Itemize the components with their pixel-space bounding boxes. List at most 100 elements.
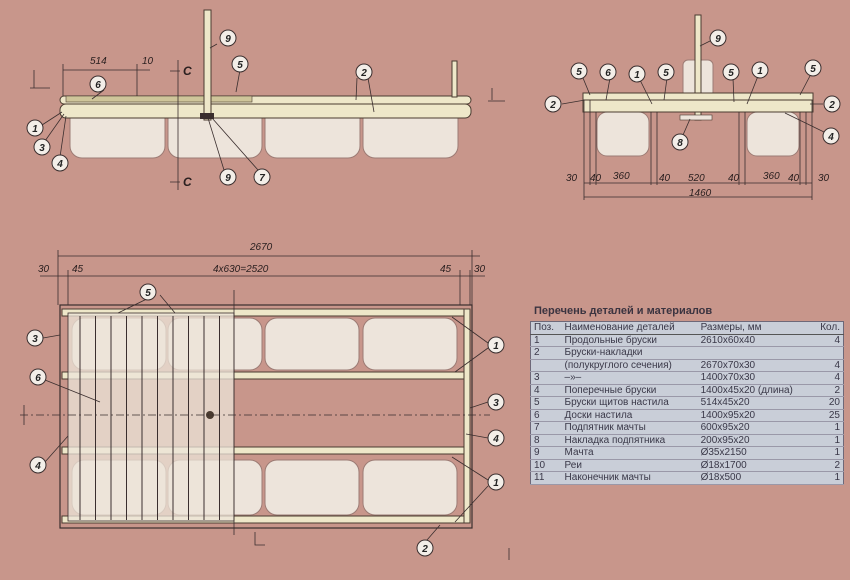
- cell-size: 2670x70x30: [697, 359, 813, 372]
- svg-text:8: 8: [677, 138, 683, 149]
- svg-text:9: 9: [225, 34, 231, 45]
- svg-text:1: 1: [493, 478, 499, 489]
- cell-name: Бруски-накладки: [561, 346, 698, 360]
- float-bottle: [362, 317, 458, 371]
- cell-pos: 9: [530, 446, 562, 460]
- header-size: Размеры, мм: [697, 321, 813, 335]
- dim-10: 10: [142, 56, 154, 67]
- svg-text:5: 5: [810, 64, 816, 75]
- dim: 45: [72, 264, 84, 275]
- cell-pos: 5: [530, 396, 562, 410]
- callout: 5: [722, 63, 740, 81]
- frame: [582, 99, 814, 113]
- callout: 9: [219, 29, 237, 47]
- outer-frame: [59, 304, 473, 529]
- callout: 6: [29, 368, 47, 386]
- callout: 5: [231, 55, 249, 73]
- mast-step: [200, 113, 214, 119]
- mast-hole: [206, 411, 214, 419]
- cell-name: Реи: [561, 459, 698, 472]
- callout: 1: [751, 61, 769, 79]
- dim: 45: [440, 264, 452, 275]
- svg-text:5: 5: [237, 60, 243, 71]
- callout: 4: [29, 456, 47, 474]
- callout: 2: [823, 95, 841, 113]
- callout: 6: [89, 75, 107, 93]
- svg-text:4: 4: [34, 461, 41, 472]
- cell-pos: 7: [530, 421, 562, 435]
- dim-1460: 1460: [689, 188, 712, 199]
- cell-qty: 1: [812, 434, 844, 447]
- deck-panel: [65, 95, 253, 103]
- svg-text:4: 4: [56, 159, 63, 170]
- cell-name: Мачта: [561, 446, 698, 460]
- callout: 5: [570, 62, 588, 80]
- callout: 4: [822, 127, 840, 145]
- cell-size: Ø18x1700: [697, 459, 813, 472]
- cell-name: Накладка подпятника: [561, 434, 698, 447]
- svg-text:9: 9: [225, 173, 231, 184]
- cell-qty: 1: [812, 446, 844, 460]
- callout: 9: [219, 168, 237, 186]
- float-bottle: [362, 459, 458, 516]
- rail-lower: [59, 103, 472, 119]
- float-bottle: [746, 111, 800, 157]
- callout: 4: [51, 154, 69, 172]
- cell-qty: 4: [812, 334, 844, 347]
- cell-pos: 11: [530, 471, 562, 485]
- dim: 30: [566, 173, 578, 184]
- cell-pos: 1: [530, 334, 562, 347]
- deck-slats: [79, 316, 220, 520]
- svg-text:6: 6: [605, 68, 611, 79]
- cell-name: Бруски щитов настила: [561, 396, 698, 410]
- cell-size: [697, 346, 813, 360]
- dim-2670: 2670: [249, 242, 273, 253]
- callout: 1: [26, 119, 44, 137]
- svg-text:2: 2: [421, 544, 428, 555]
- dim: 30: [818, 173, 830, 184]
- callout: 5: [657, 63, 675, 81]
- dim-514: 514: [90, 56, 107, 67]
- cell-name: Доски настила: [561, 409, 698, 422]
- cell-pos: [530, 359, 562, 372]
- svg-text:6: 6: [95, 80, 101, 91]
- crossbar: [463, 308, 471, 524]
- section-mark: C: [183, 64, 192, 78]
- cell-qty: [812, 346, 844, 360]
- svg-text:3: 3: [39, 143, 45, 154]
- svg-text:6: 6: [35, 373, 41, 384]
- cell-size: Ø35x2150: [697, 446, 813, 460]
- parts-table: Поз. Наименование деталей Размеры, мм Ко…: [530, 321, 844, 485]
- svg-text:3: 3: [493, 398, 499, 409]
- callout: 2: [355, 63, 373, 81]
- table-header-row: Поз. Наименование деталей Размеры, мм Ко…: [530, 321, 844, 335]
- svg-text:2: 2: [549, 100, 556, 111]
- cell-size: 200x95x20: [697, 434, 813, 447]
- section-mark: C: [183, 175, 192, 189]
- header-qty: Кол.: [812, 321, 844, 335]
- cell-qty: 4: [812, 371, 844, 385]
- svg-text:1: 1: [32, 124, 38, 135]
- callout: 5: [804, 59, 822, 77]
- dim: 520: [688, 173, 705, 184]
- cell-qty: 2: [812, 384, 844, 397]
- svg-text:4: 4: [827, 132, 834, 143]
- svg-text:2: 2: [828, 100, 835, 111]
- dim: 360: [613, 171, 630, 182]
- cell-qty: 4: [812, 359, 844, 372]
- side-view: 514 10 C C 9 5 2 6 1 3 4 9 7: [26, 9, 505, 190]
- dim: 40: [788, 173, 800, 184]
- callout: 4: [487, 429, 505, 447]
- callout: 2: [416, 539, 434, 557]
- callout: 1: [628, 65, 646, 83]
- dim: 40: [728, 173, 740, 184]
